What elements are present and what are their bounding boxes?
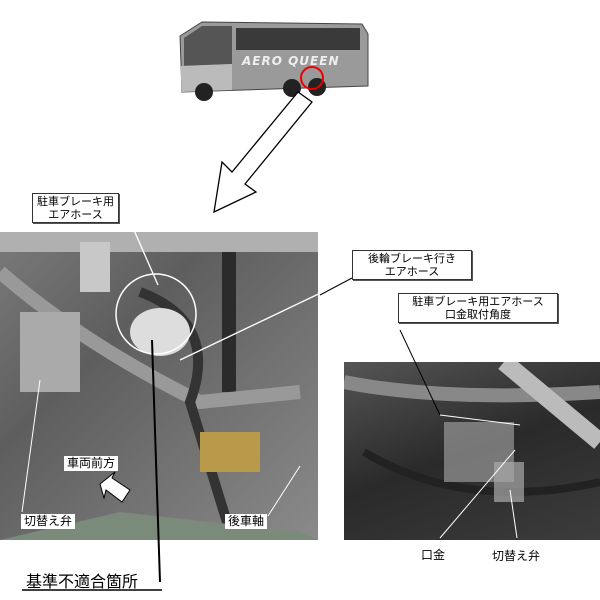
front-arrow-icon xyxy=(99,471,131,503)
label-detail-switch-valve: 切替え弁 xyxy=(492,549,541,563)
label-switch-valve: 切替え弁 xyxy=(21,514,76,529)
label-vehicle-front: 車両前方 xyxy=(64,456,119,471)
bus-illustration: AERO QUEEN xyxy=(172,14,372,102)
detail-photo xyxy=(344,362,600,540)
bus-drawing xyxy=(179,21,369,101)
main-photo xyxy=(0,232,318,540)
label-detail-title: 駐車ブレーキ用エアホース 口金取付角度 xyxy=(398,293,558,323)
bus-logo: AERO QUEEN xyxy=(242,54,340,68)
label-rear-brake-hose: 後輪ブレーキ行き エアホース xyxy=(352,250,472,280)
nonconformity-label: 基準不適合箇所 xyxy=(26,572,139,591)
label-parking-brake-hose: 駐車ブレーキ用 エアホース xyxy=(32,193,119,223)
highlight-circle xyxy=(300,66,324,90)
label-rear-axle: 後車軸 xyxy=(225,514,268,529)
label-fitting: 口金 xyxy=(421,548,446,562)
